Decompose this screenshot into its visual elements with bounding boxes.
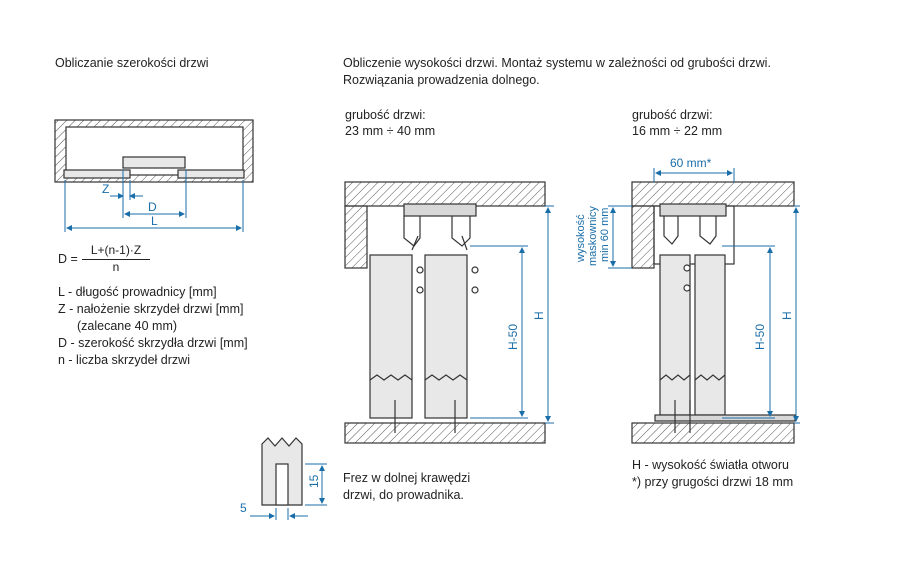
groove-width-label: 5 <box>240 501 247 515</box>
height-calc-title-line2: Rozwiązania prowadzenia dolnego. <box>343 73 540 87</box>
dim-mask-line1: wysokość <box>575 214 587 263</box>
legend-n: n - liczba skrzydeł drzwi <box>58 353 190 367</box>
formula-fraction-bar <box>82 259 150 260</box>
legend-z-recommend: (zalecane 40 mm) <box>77 319 178 333</box>
dim-d-label: D <box>148 200 157 214</box>
height-calc-title-line1: Obliczenie wysokości drzwi. Montaż syste… <box>343 56 771 70</box>
thickness-b-label: grubość drzwi: <box>632 108 713 122</box>
caption-groove-line1: Frez w dolnej krawędzi <box>343 471 471 485</box>
thickness-b-value: 16 mm ÷ 22 mm <box>632 124 723 138</box>
dim-mask-line3: min 60 mm <box>599 208 611 262</box>
dim-h50-label-b: H-50 <box>753 324 767 350</box>
legend-l: L - długość prowadnicy [mm] <box>58 285 217 299</box>
thickness-a-value: 23 mm ÷ 40 mm <box>345 124 436 138</box>
assembly-thin-doors <box>631 181 796 444</box>
height-dimensions-a <box>470 205 554 424</box>
formula-numerator: L+(n-1)·Z <box>90 243 142 257</box>
thickness-a-label: grubość drzwi: <box>345 108 426 122</box>
width-dimensions <box>64 170 244 232</box>
legend-z: Z - nałożenie skrzydeł drzwi [mm] <box>58 302 244 316</box>
formula-denominator: n <box>112 260 120 274</box>
dim-h-label-b: H <box>780 311 794 320</box>
height-dimensions-b <box>608 168 800 424</box>
dim-l-label: L <box>151 214 158 228</box>
groove-dimensions <box>250 463 327 520</box>
dim-h50-label-a: H-50 <box>506 324 520 350</box>
groove-depth-label: 15 <box>307 474 321 488</box>
dim-mask-line2: maskownicy <box>587 206 599 266</box>
width-calc-title: Obliczanie szerokości drzwi <box>55 56 209 70</box>
assembly-thick-doors <box>344 181 546 444</box>
track-profile-drawing <box>54 119 254 183</box>
dim-z-label: Z <box>102 182 109 196</box>
note-h: H - wysokość światła otworu <box>632 458 789 472</box>
formula-lhs: D = <box>58 252 78 266</box>
dim-mask-width-label: 60 mm* <box>670 156 712 170</box>
dim-h-label-a: H <box>532 311 546 320</box>
note-thickness: *) przy grugości drzwi 18 mm <box>632 475 794 489</box>
caption-groove-line2: drzwi, do prowadnika. <box>343 488 464 502</box>
groove-profile-drawing <box>261 437 303 506</box>
legend-d: D - szerokość skrzydła drzwi [mm] <box>58 336 248 350</box>
